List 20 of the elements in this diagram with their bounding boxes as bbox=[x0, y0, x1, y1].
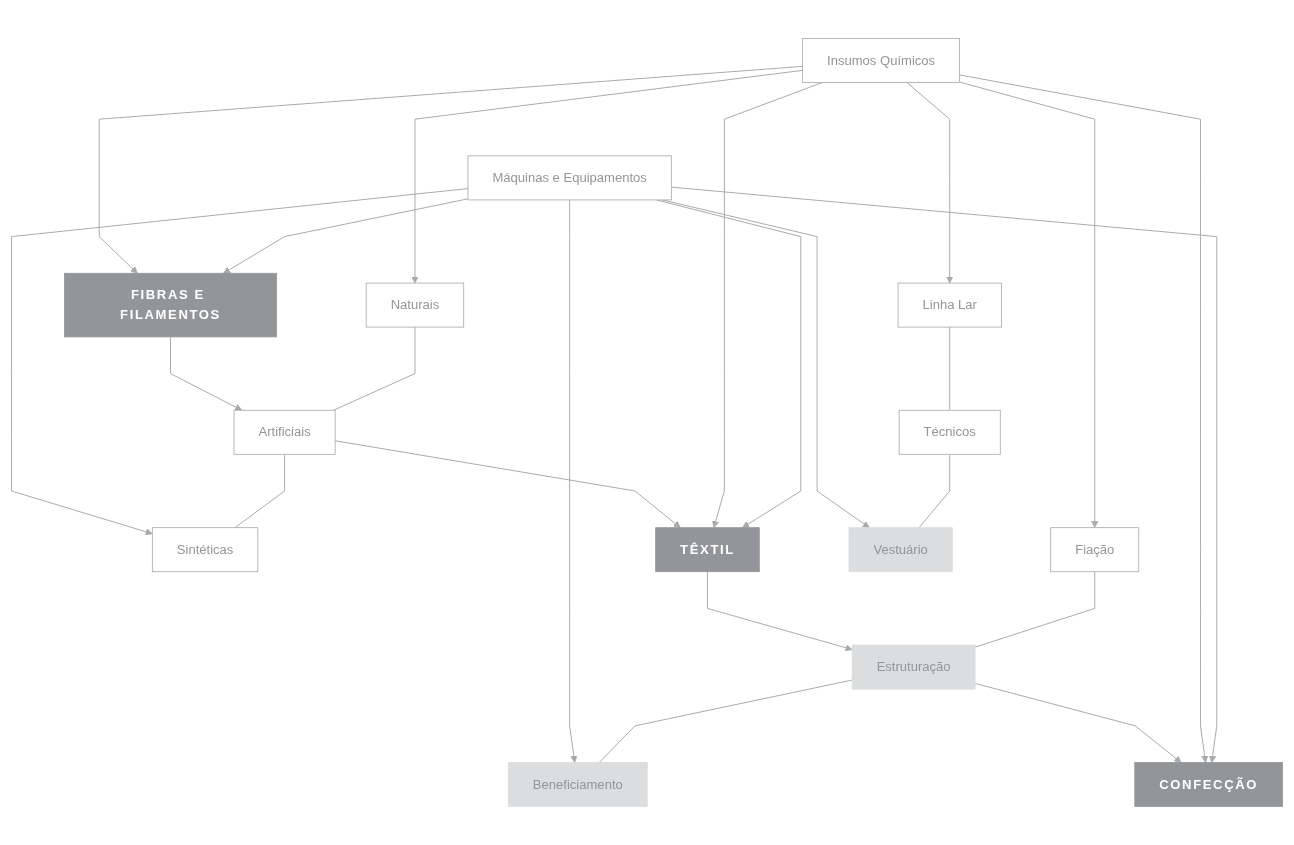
node-box: Fiação bbox=[1050, 527, 1140, 573]
connector bbox=[234, 453, 286, 529]
node-box: TÊXTIL bbox=[655, 527, 760, 573]
node-box: Artificiais bbox=[233, 409, 336, 455]
node-box: Máquinas e Equipamentos bbox=[467, 155, 672, 201]
node-box: Linha Lar bbox=[897, 282, 1002, 328]
node-box: CONFECÇÃO bbox=[1134, 762, 1283, 807]
node-box: Beneficiamento bbox=[507, 762, 648, 807]
node-box: Vestuário bbox=[848, 527, 953, 573]
node-box: Técnicos bbox=[898, 409, 1001, 455]
connector bbox=[918, 453, 951, 529]
node-box: Sintéticas bbox=[151, 527, 259, 573]
connector bbox=[949, 326, 951, 411]
node-box: FIBRAS E FILAMENTOS bbox=[64, 272, 277, 338]
connector bbox=[333, 326, 416, 411]
node-box: Naturais bbox=[365, 282, 465, 328]
node-box: Estruturação bbox=[851, 644, 976, 690]
node-box: Insumos Químicos bbox=[802, 38, 960, 83]
connector bbox=[598, 679, 853, 763]
connector bbox=[974, 571, 1096, 648]
